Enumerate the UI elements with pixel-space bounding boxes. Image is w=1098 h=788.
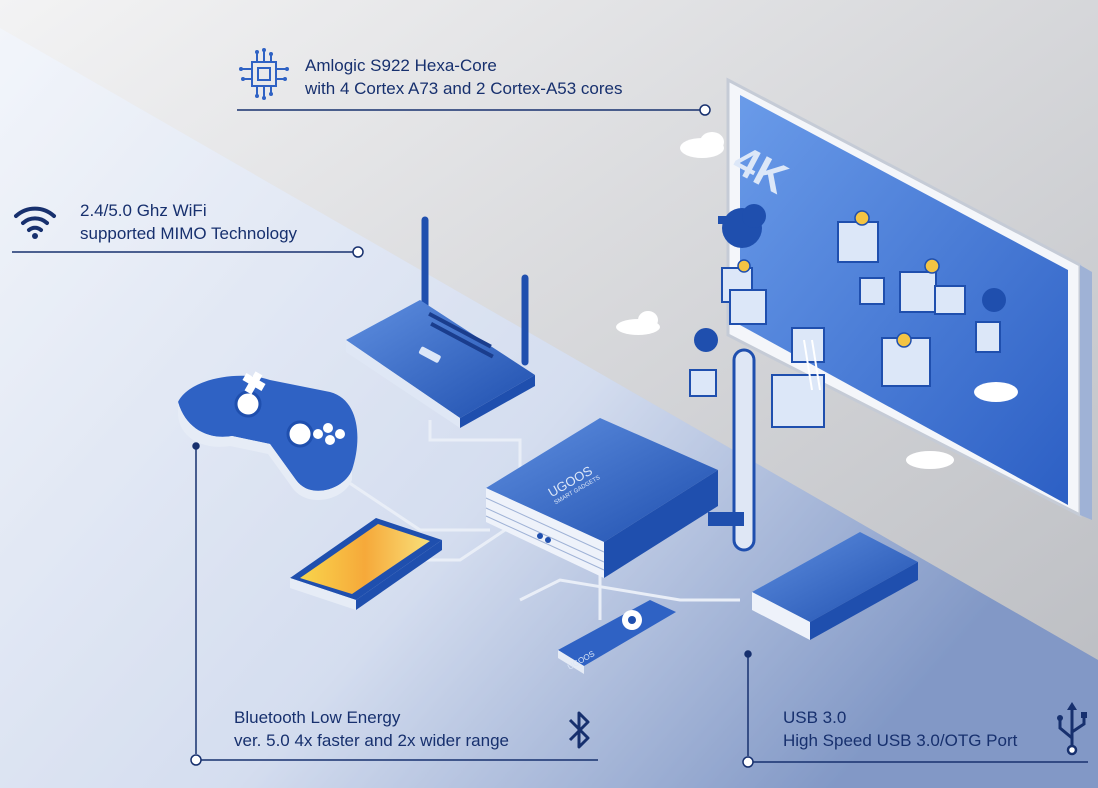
usb-line2: High Speed USB 3.0/OTG Port: [783, 731, 1018, 750]
usb-icon: [1057, 702, 1087, 756]
router: [346, 216, 535, 428]
cpu-callout: Amlogic S922 Hexa-Core with 4 Cortex A73…: [305, 54, 623, 100]
wifi-line2: supported MIMO Technology: [80, 224, 298, 243]
wifi-line1: 2.4/5.0 Ghz WiFi: [80, 201, 207, 220]
remote-control: [558, 600, 676, 674]
bluetooth-icon: [568, 711, 590, 749]
usb-line1: USB 3.0: [783, 708, 847, 727]
bluetooth-callout: Bluetooth Low Energy ver. 5.0 4x faster …: [234, 706, 509, 752]
cpu-line1: Amlogic S922 Hexa-Core: [305, 56, 497, 75]
cpu-line2: with 4 Cortex A73 and 2 Cortex-A53 cores: [305, 79, 623, 98]
smartphone: [290, 518, 442, 610]
wifi-callout: 2.4/5.0 Ghz WiFi supported MIMO Technolo…: [80, 199, 297, 245]
callout-lines: [12, 104, 1088, 768]
wifi-icon: [14, 206, 56, 239]
tv-box: [485, 348, 756, 578]
game-controller: [178, 371, 358, 501]
cpu-chip-icon: [239, 48, 289, 100]
usb-callout: USB 3.0 High Speed USB 3.0/OTG Port: [783, 706, 1017, 752]
bluetooth-line2: ver. 5.0 4x faster and 2x wider range: [234, 731, 509, 750]
external-drive: [752, 532, 918, 640]
tv-screen: [616, 77, 1092, 520]
bluetooth-line1: Bluetooth Low Energy: [234, 708, 401, 727]
